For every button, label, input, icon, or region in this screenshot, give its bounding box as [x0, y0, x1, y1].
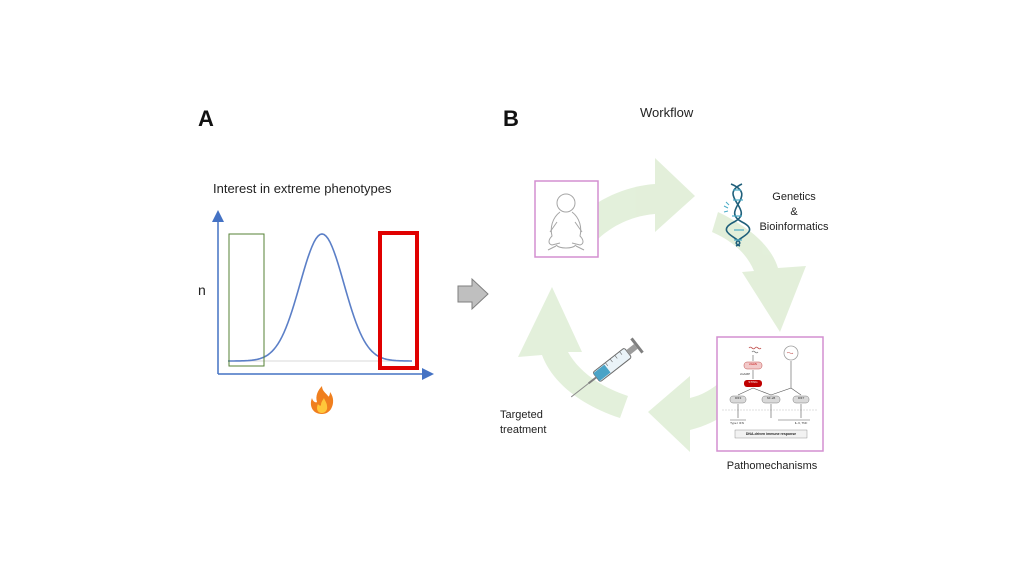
output-ifn: Type I IFN — [730, 421, 744, 425]
y-axis-label: n — [198, 282, 206, 298]
node-cgas: cGAS — [749, 362, 757, 366]
panel-a-title: Interest in extreme phenotypes — [213, 181, 392, 196]
genetics-label-line-2: & — [790, 206, 798, 218]
node-irf7: IRF7 — [797, 396, 805, 400]
node-nfkb: NF-κB — [766, 396, 776, 400]
right-tail-box — [378, 231, 419, 370]
genetics-label-line-3: Bioinformatics — [759, 221, 829, 233]
panel-b-label: B — [503, 106, 519, 131]
treatment-label: Targeted treatment — [500, 408, 560, 438]
node-sting: STING — [748, 380, 758, 384]
node-cgamp: cGAMP — [739, 372, 751, 376]
pathomechanisms-label: Pathomechanisms — [726, 460, 818, 472]
panel-b-title: Workflow — [640, 105, 694, 120]
genetics-label-line-1: Genetics — [772, 191, 816, 203]
panel-a-label: A — [198, 106, 214, 131]
left-tail-box — [228, 233, 265, 367]
treatment-label-line-2: treatment — [500, 424, 547, 436]
pathway-response: DNA-driven immune response — [745, 432, 797, 436]
treatment-label-line-1: Targeted — [500, 409, 543, 421]
output-cytokines: IL-6, TNF — [794, 421, 808, 425]
distribution-curve — [228, 233, 412, 362]
node-irf3: IRF3 — [734, 396, 742, 400]
genetics-label: Genetics & Bioinformatics — [758, 190, 830, 235]
